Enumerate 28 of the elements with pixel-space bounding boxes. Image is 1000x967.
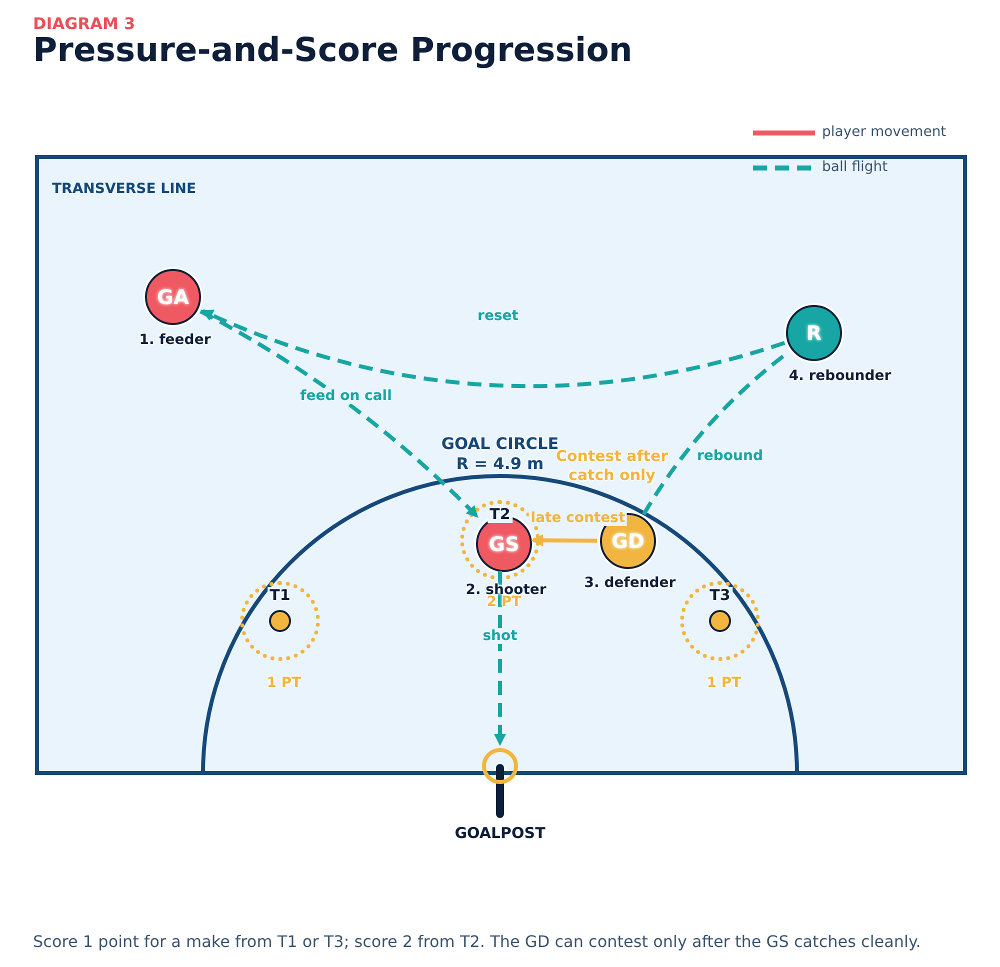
points-label: 2 PT <box>486 594 522 610</box>
diagram-title: Pressure-and-Score Progression <box>33 30 632 69</box>
points-label: 1 PT <box>706 675 742 691</box>
radius-label: R = 4.9 m <box>456 454 544 473</box>
caption: Score 1 point for a make from T1 or T3; score 2 from T2. The GD can contest only after the GS catches cleanly. <box>33 932 921 951</box>
role-label: 1. feeder <box>139 332 211 348</box>
ball-flight-arrow <box>201 309 786 388</box>
edge-label: feed on call <box>298 388 394 404</box>
player-initials: R <box>806 321 822 345</box>
legend-label: ball flight <box>822 159 888 175</box>
player-initials: GS <box>488 532 520 556</box>
ball-flight-arrow <box>494 571 506 746</box>
legend-label: player movement <box>822 124 946 140</box>
role-label: 3. defender <box>584 575 676 591</box>
movement-arrow <box>531 534 598 546</box>
player-initials: GA <box>157 285 189 309</box>
goalpost-label: GOALPOST <box>454 824 546 842</box>
edge-label: late contest <box>528 510 628 526</box>
role-label: 4. rebounder <box>788 368 892 384</box>
ball-flight-arrow <box>200 310 478 518</box>
edge-label: shot <box>480 628 520 644</box>
target-label: T2 <box>488 506 512 523</box>
player-initials: GD <box>611 529 645 553</box>
diagram-number: DIAGRAM 3 <box>33 14 136 33</box>
zone-label: TRANSVERSE LINE <box>52 181 196 197</box>
points-label: 1 PT <box>266 675 302 691</box>
zone-label: GOAL CIRCLE <box>441 434 559 453</box>
court-area <box>37 157 965 773</box>
